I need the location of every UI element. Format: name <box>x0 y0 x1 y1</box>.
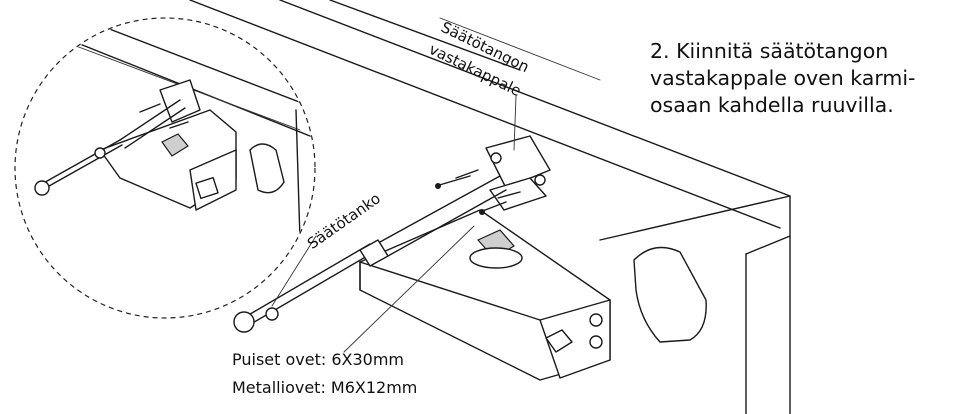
inset-arm-2 <box>124 107 186 149</box>
inset-screw-2 <box>169 121 189 129</box>
inset-valve <box>195 176 219 200</box>
frame-line-1 <box>189 0 781 229</box>
closer-hex-hole <box>545 329 573 353</box>
bracket-foot <box>489 177 547 211</box>
door-stop-block <box>633 246 707 343</box>
detail-circle <box>14 17 316 319</box>
inset-rod-2 <box>41 144 123 191</box>
leader-counterpart <box>513 95 517 151</box>
frame-line-4 <box>439 17 601 81</box>
frame-line-3 <box>329 0 521 71</box>
inset-rod-nut <box>94 147 106 159</box>
rod-joint <box>265 307 279 321</box>
arm-line-1 <box>379 175 501 243</box>
spec-metal-doors: Metalliovet: M6X12mm <box>232 378 418 397</box>
closer-screw-2 <box>589 335 603 349</box>
detail-inset <box>14 17 316 319</box>
counterpart-bracket <box>435 135 551 215</box>
screw-head-1 <box>435 183 441 189</box>
closer-body-top-edge <box>359 261 541 321</box>
screw-2 <box>455 169 479 179</box>
door-panel-top <box>745 235 791 255</box>
spec-wood-doors: Puiset ovet: 6X30mm <box>232 350 405 369</box>
inset-frame-line-1 <box>19 19 314 141</box>
closer-screw-1 <box>589 313 603 327</box>
inset-screws <box>139 103 189 129</box>
rod-line-2 <box>243 251 375 329</box>
inset-screw-1 <box>139 103 161 113</box>
inset-stop-block <box>249 143 285 194</box>
screw-head-2 <box>479 209 485 215</box>
rod-end <box>233 311 255 333</box>
screw-4 <box>497 191 521 199</box>
leader-screws <box>343 225 475 353</box>
leader-lines <box>271 95 517 353</box>
bracket-hole-1 <box>490 152 502 164</box>
bracket-hole-2 <box>534 174 546 186</box>
door-frame <box>189 0 791 414</box>
adjusting-rod <box>233 175 507 333</box>
inset-rod-end <box>34 180 50 196</box>
frame-line-2 <box>279 0 791 197</box>
rod-line-1 <box>239 243 371 321</box>
closer-pinion-base <box>469 247 523 269</box>
inset-rod <box>39 139 121 186</box>
closer-body <box>359 209 611 381</box>
inset-pinion <box>161 133 189 157</box>
arm-line-2 <box>387 189 507 257</box>
instruction-text: 2. Kiinnitä säätötangon vastakappale ove… <box>650 39 916 117</box>
inset-bracket <box>159 79 201 123</box>
door-panel-edge <box>599 195 791 414</box>
bracket-plate <box>485 135 551 189</box>
leader-rod <box>271 235 317 307</box>
inset-door-line <box>295 109 301 241</box>
screw-1 <box>435 175 471 187</box>
inset-arm <box>119 99 181 141</box>
